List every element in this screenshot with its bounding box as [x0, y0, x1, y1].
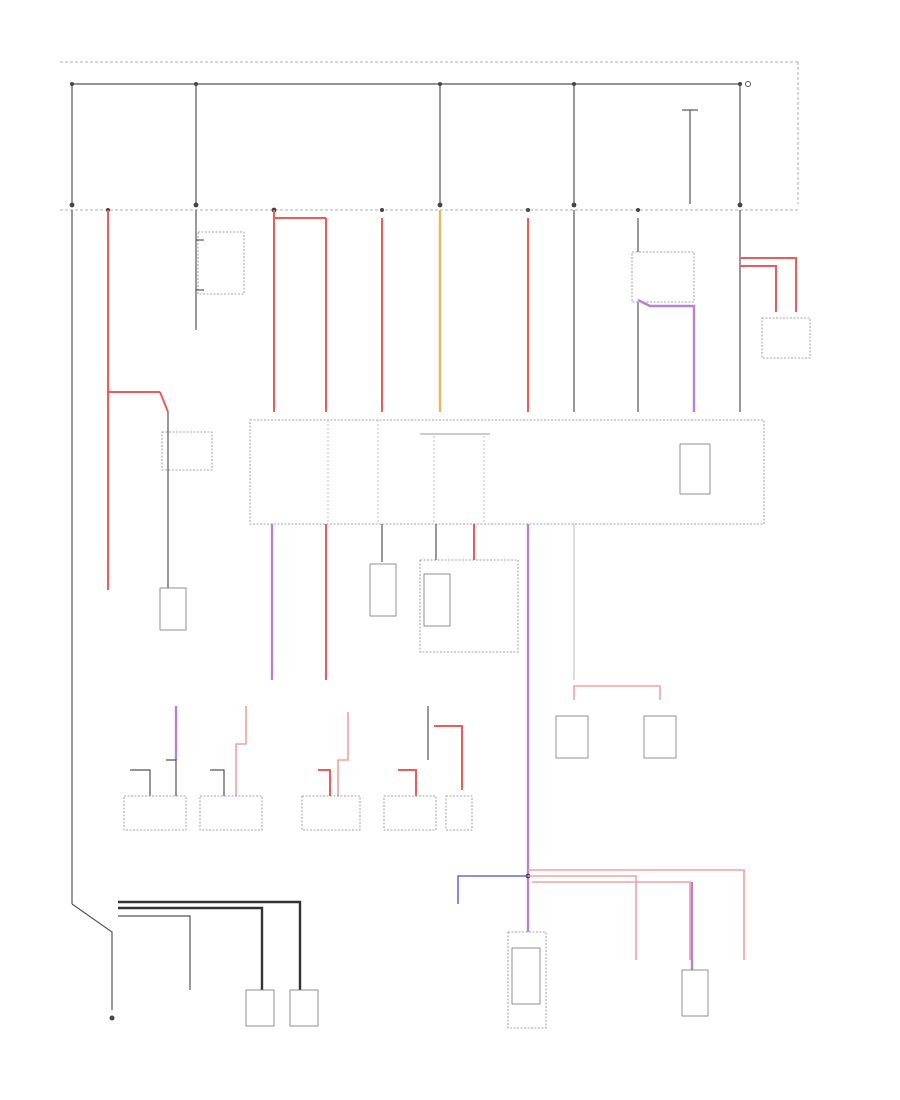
- main-feed-wires: [71, 210, 741, 904]
- module-upper-left: [196, 231, 245, 295]
- right-relay: [631, 251, 811, 495]
- left-switch-module: [108, 391, 213, 631]
- fuse-panel: [60, 61, 799, 211]
- central-module: [249, 419, 765, 525]
- bottom-right-branch: [457, 869, 745, 1029]
- switch-groups: [123, 706, 473, 831]
- lower-feed-wires: [270, 524, 575, 940]
- ignition-starter: [71, 900, 319, 1027]
- right-mid-components: [555, 685, 677, 759]
- fuse-junctions: [69, 202, 743, 213]
